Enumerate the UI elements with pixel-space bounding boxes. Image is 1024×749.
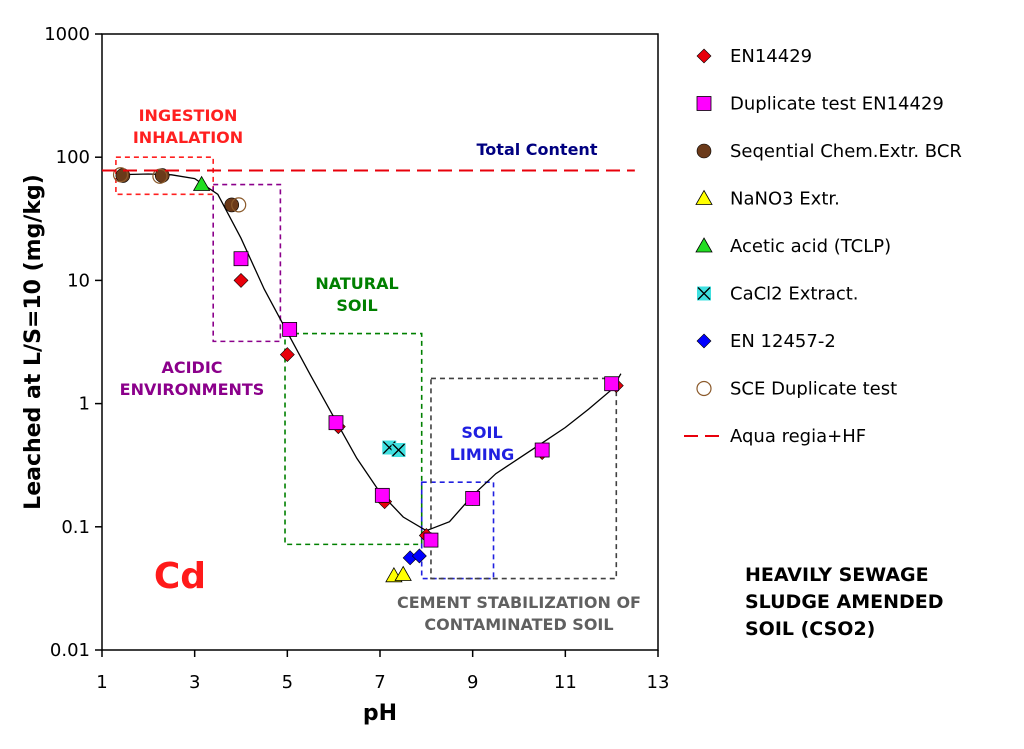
legend-item: EN14429 (696, 46, 812, 67)
legend-label: Seqential Chem.Extr. BCR (730, 141, 962, 162)
legend-marker (696, 96, 712, 111)
data-point-series-0 (279, 347, 295, 362)
annotation-text: NATURAL (315, 274, 398, 293)
x-tick-label: 1 (96, 672, 107, 693)
legend-item: Duplicate test EN14429 (696, 94, 944, 115)
annotation-text: CONTAMINATED SOIL (424, 615, 613, 634)
y-tick-label: 1000 (44, 24, 90, 45)
data-point-series-0 (233, 272, 249, 288)
sample-label-line: SOIL (CSO2) (745, 618, 875, 640)
sample-label: HEAVILY SEWAGE SLUDGE AMENDED SOIL (CSO2) (745, 564, 944, 640)
x-axis-title: pH (363, 701, 397, 726)
legend-item: EN 12457-2 (696, 331, 836, 352)
legend-label: NaNO3 Extr. (730, 189, 840, 210)
legend-label: EN 12457-2 (730, 331, 836, 352)
data-point-series-3 (394, 565, 412, 581)
legend-marker (696, 333, 712, 349)
element-label: Cd (154, 556, 206, 597)
y-axis-title: Leached at L/S=10 (mg/kg) (21, 174, 46, 510)
y-tick-label: 100 (56, 147, 90, 168)
legend-item: Seqential Chem.Extr. BCR (696, 141, 962, 162)
legend-item: NaNO3 Extr. (695, 189, 840, 210)
data-point-series-7 (112, 167, 129, 183)
region-cement-stabilization (430, 377, 618, 580)
data-point-series-1 (604, 376, 620, 392)
legend-marker (697, 286, 711, 301)
sample-label-line: HEAVILY SEWAGE (745, 564, 929, 586)
y-tick-label: 1 (79, 394, 90, 415)
data-point-series-1 (233, 251, 249, 267)
x-tick-label: 9 (467, 672, 478, 693)
trend-layer (115, 173, 622, 532)
y-tick-label: 10 (67, 270, 90, 291)
data-point-series-1 (374, 487, 390, 503)
region-ingestion-inhalation (115, 156, 215, 196)
sample-label-line: SLUDGE AMENDED (745, 591, 944, 613)
legend-marker (695, 189, 713, 205)
legend-marker-cross (697, 287, 711, 300)
legend-item: CaCl2 Extract. (697, 284, 859, 305)
y-tick-label: 0.1 (61, 517, 90, 538)
annotation-text: Total Content (477, 140, 598, 159)
data-point-series-6 (411, 548, 427, 564)
data-point-series-1 (465, 491, 481, 506)
x-tick-label: 13 (647, 672, 670, 693)
data-point-series-7 (152, 168, 168, 184)
legend-marker (695, 237, 713, 253)
annotation-text: SOIL (336, 296, 377, 315)
region-soil-liming (420, 481, 495, 580)
data-point-series-1 (534, 442, 550, 458)
annotation-text: CEMENT STABILIZATION OF (397, 593, 641, 612)
legend-marker (696, 380, 712, 397)
legend-marker (696, 48, 712, 64)
legend-item: Acetic acid (TCLP) (695, 236, 891, 257)
data-point-series-5 (391, 443, 406, 458)
data-point-series-7 (231, 197, 247, 213)
annotation-text: INGESTION (139, 106, 238, 125)
annotation-text: LIMING (450, 445, 515, 464)
data-point-series-1 (282, 322, 298, 337)
legend-label: Acetic acid (TCLP) (730, 236, 891, 257)
regions-layer (115, 156, 618, 580)
x-tick-label: 7 (374, 672, 385, 693)
legend-label: Aqua regia+HF (730, 426, 866, 447)
legend-label: SCE Duplicate test (730, 379, 897, 400)
data-point-series-5-cross (392, 443, 405, 457)
legend-item: SCE Duplicate test (696, 379, 897, 400)
data-point-series-1 (328, 415, 344, 431)
x-tick-label: 5 (282, 672, 293, 693)
annotation-text: INHALATION (133, 128, 243, 147)
legend-marker (696, 143, 712, 159)
legend-label: Duplicate test EN14429 (730, 94, 944, 115)
legend-label: EN14429 (730, 46, 812, 67)
y-tick-label: 0.01 (50, 640, 90, 661)
annotation-text: ACIDIC (161, 358, 222, 377)
x-tick-label: 3 (189, 672, 200, 693)
annotation-text: SOIL (461, 423, 502, 442)
region-natural-soil (284, 332, 423, 546)
legend-item: Aqua regia+HF (684, 426, 866, 447)
data-point-series-1 (423, 532, 439, 548)
data-point-series-4 (192, 175, 211, 191)
x-tick-label: 11 (554, 672, 577, 693)
legend-label: CaCl2 Extract. (730, 284, 859, 305)
region-acidic-environments (212, 183, 282, 343)
points-layer (102, 167, 635, 583)
annotation-text: ENVIRONMENTS (120, 380, 265, 399)
trend-line (115, 173, 622, 532)
